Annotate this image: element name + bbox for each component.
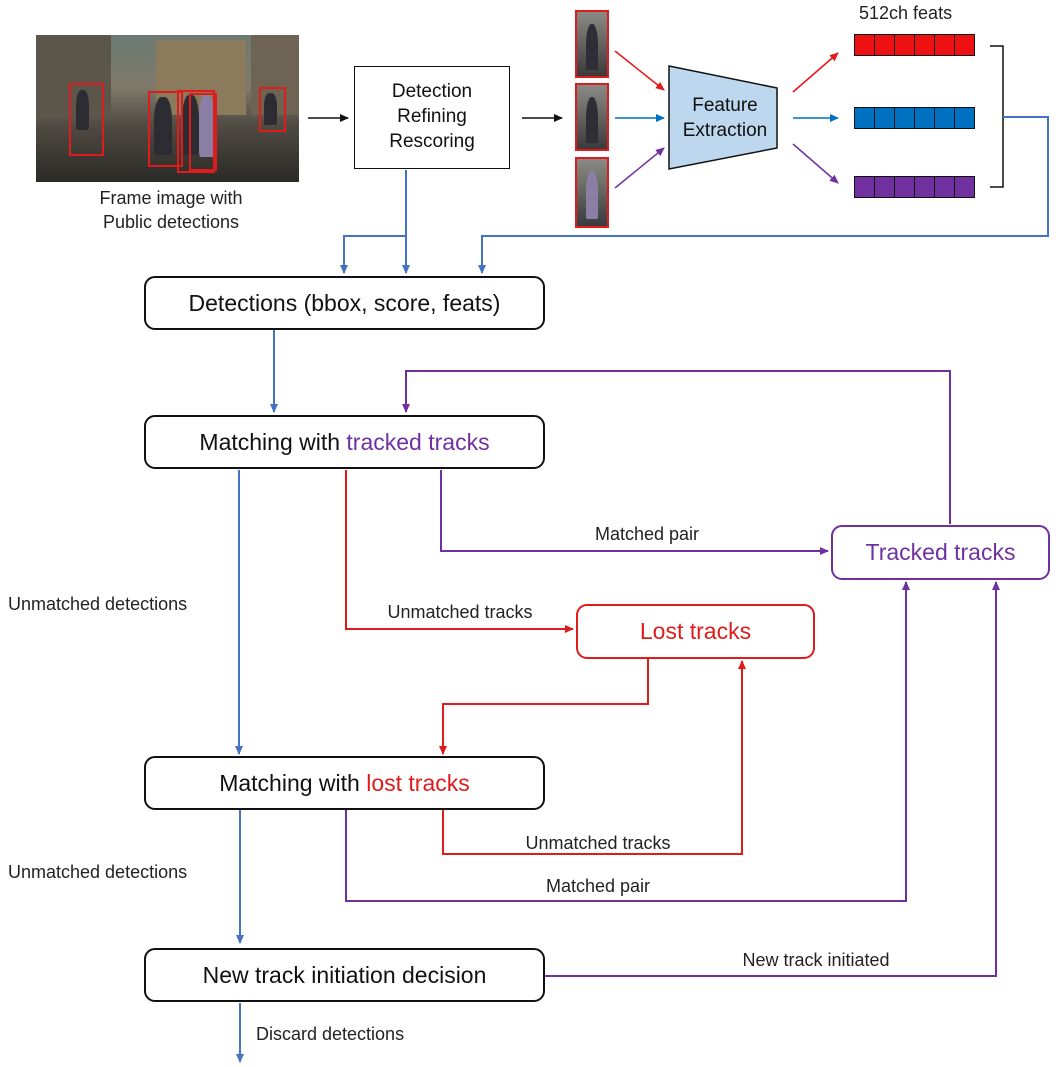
refine-line2: Refining	[397, 106, 467, 128]
crop-thumbnail-1	[575, 10, 609, 78]
arrow-new-track-initiated	[545, 581, 1000, 977]
crop-person	[586, 23, 598, 70]
crop-person	[586, 171, 598, 220]
new-track-initiation-box: New track initiation decision	[144, 948, 545, 1002]
crop-person	[586, 96, 598, 143]
detections-box: Detections (bbox, score, feats)	[144, 276, 545, 330]
feature-extraction-line2: Extraction	[682, 119, 768, 141]
new-track-initiation-label: New track initiation decision	[202, 961, 487, 988]
match-tracked-prefix: Matching with	[199, 428, 347, 455]
label-unmatched-tracks-2: Unmatched tracks	[525, 833, 671, 853]
detection-box	[177, 90, 215, 173]
detection-box	[259, 87, 286, 132]
detection-box	[69, 83, 104, 156]
detection-box	[189, 93, 217, 171]
arrow-matched-pair-2	[345, 581, 910, 902]
lost-tracks-label: Lost tracks	[639, 618, 752, 644]
detection-refining-box: Detection Refining Rescoring	[354, 66, 510, 169]
arrow-refine-fork-to-detections	[340, 235, 406, 274]
arrow-extraction-to-feat-red	[792, 52, 839, 93]
features-title: 512ch feats	[859, 3, 953, 23]
person-figure	[154, 97, 172, 155]
arrow-matched-pair-1	[440, 470, 829, 555]
arrow-crop-purple-to-extraction	[614, 147, 665, 189]
frame-image	[36, 35, 299, 182]
feature-extraction-line1: Feature	[692, 95, 758, 116]
label-unmatched-detections-1: Unmatched detections	[8, 594, 188, 614]
arrow-crop-red-to-extraction	[614, 50, 665, 91]
arrow-unmatched-tracks-2	[442, 660, 746, 855]
person-figure	[264, 93, 277, 125]
detections-box-label: Detections (bbox, score, feats)	[188, 289, 501, 316]
label-unmatched-detections-2: Unmatched detections	[8, 862, 188, 882]
refine-line1: Detection	[391, 81, 473, 103]
arrow-tracked-to-match-tracked	[402, 370, 951, 524]
match-lost-box: Matching with lost tracks	[144, 756, 545, 810]
label-matched-pair-2: Matched pair	[545, 876, 651, 896]
match-tracked-box: Matching with tracked tracks	[144, 415, 545, 469]
frame-image-caption-line1: Frame image with	[99, 188, 243, 208]
frame-image-caption: Frame image with Public detections	[99, 186, 242, 235]
match-lost-highlight: lost tracks	[366, 769, 470, 796]
person-figure	[76, 90, 89, 130]
building-left	[36, 35, 111, 115]
person-figure	[199, 95, 214, 157]
label-unmatched-tracks-1: Unmatched tracks	[387, 602, 533, 622]
match-tracked-highlight: tracked tracks	[346, 428, 490, 455]
feature-vector-red	[854, 34, 975, 56]
feature-extraction-label: Feature Extraction	[672, 94, 778, 143]
tracked-tracks-box: Tracked tracks	[831, 525, 1050, 580]
tracked-tracks-label: Tracked tracks	[865, 539, 1016, 565]
arrow-unmatched-tracks-1	[345, 470, 574, 633]
feature-vector-purple	[854, 176, 975, 198]
frame-image-caption-line2: Public detections	[102, 212, 240, 233]
refine-line3: Rescoring	[389, 130, 475, 152]
arrow-feats-to-detections	[478, 116, 1049, 274]
feature-extraction-trapezoid	[668, 65, 778, 170]
crop-thumbnail-2	[575, 83, 609, 151]
match-lost-prefix: Matching with	[219, 769, 367, 796]
crop-thumbnail-3	[575, 157, 609, 228]
label-new-track-initiated: New track initiated	[742, 950, 890, 970]
lost-tracks-box: Lost tracks	[576, 604, 815, 659]
arrow-lost-to-match-lost	[439, 659, 649, 755]
feature-vector-blue	[854, 107, 975, 129]
feats-bracket	[990, 45, 1004, 188]
arrow-extraction-to-feat-purple	[792, 143, 839, 184]
label-discard-detections: Discard detections	[256, 1024, 405, 1044]
label-matched-pair-1: Matched pair	[594, 524, 700, 544]
detection-box	[148, 91, 183, 167]
